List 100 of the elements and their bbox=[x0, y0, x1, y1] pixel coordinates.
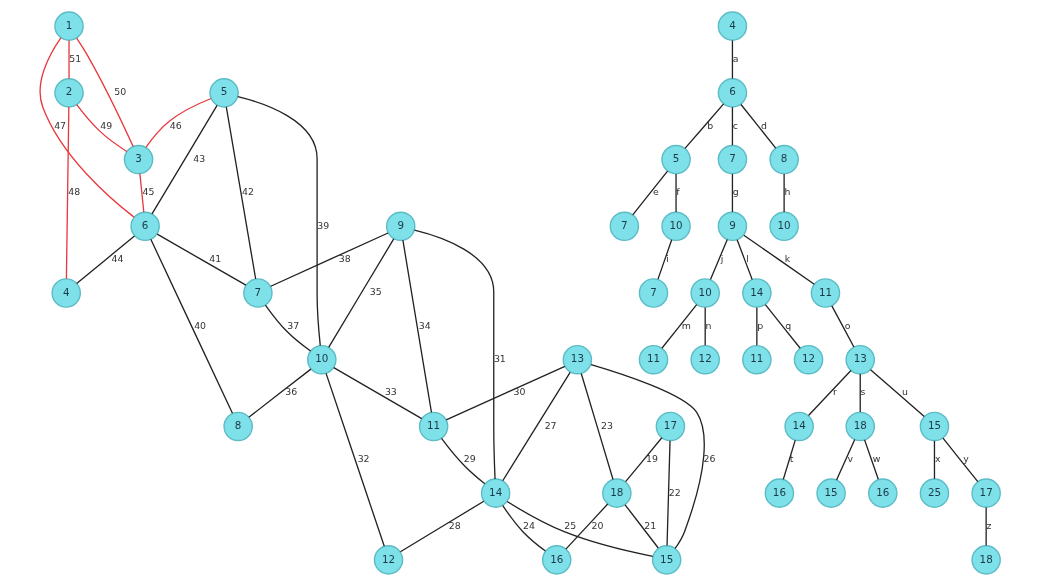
edge-label: x bbox=[934, 453, 941, 465]
edge-label: q bbox=[785, 319, 792, 331]
edge-label: 22 bbox=[668, 486, 681, 498]
connector bbox=[65, 106, 70, 280]
node-circle: 5 bbox=[209, 78, 239, 108]
node-circle: 7 bbox=[638, 278, 669, 308]
node-circle: 8 bbox=[223, 411, 253, 442]
edge-label: 46 bbox=[169, 119, 182, 131]
edge-label: 26 bbox=[703, 453, 716, 465]
connector bbox=[756, 306, 758, 347]
edge-label: 49 bbox=[100, 119, 113, 131]
connector bbox=[869, 369, 925, 418]
edge-label: 37 bbox=[287, 319, 300, 331]
connector bbox=[661, 303, 698, 349]
edge-label: 41 bbox=[209, 252, 222, 264]
node-circle: 18 bbox=[971, 545, 1001, 575]
edge-label: 47 bbox=[54, 119, 67, 131]
edge-label: 43 bbox=[193, 152, 206, 164]
connector bbox=[985, 506, 987, 547]
node-circle: 5 bbox=[661, 144, 691, 175]
connector bbox=[731, 39, 734, 80]
connector bbox=[731, 173, 734, 213]
connector bbox=[831, 305, 855, 348]
edge-label: y bbox=[963, 453, 969, 465]
connector bbox=[632, 170, 669, 216]
edge-label: 40 bbox=[194, 319, 207, 331]
connector bbox=[764, 303, 801, 349]
edge-label: 27 bbox=[544, 419, 557, 431]
edge-label: z bbox=[986, 519, 992, 531]
node-circle: 12 bbox=[793, 344, 824, 375]
edge-label: j bbox=[720, 252, 724, 264]
connector bbox=[156, 233, 247, 286]
node-circle: 7 bbox=[243, 278, 273, 308]
connector bbox=[76, 104, 128, 153]
node-circle: 13 bbox=[562, 344, 593, 375]
edge-label: n bbox=[705, 319, 712, 331]
edge-label: 32 bbox=[357, 453, 370, 465]
node-circle: 4 bbox=[51, 278, 81, 308]
edge-label: 50 bbox=[114, 86, 127, 98]
node-circle: 18 bbox=[602, 478, 632, 508]
connector bbox=[333, 366, 423, 420]
node-circle: 12 bbox=[690, 344, 720, 375]
edge-label: 38 bbox=[338, 252, 351, 264]
edge-label: 24 bbox=[523, 519, 535, 531]
connector bbox=[835, 438, 856, 481]
connector bbox=[506, 500, 654, 557]
connector bbox=[624, 504, 659, 549]
connector bbox=[237, 96, 321, 347]
edge-label: 33 bbox=[384, 386, 397, 398]
edge-label: 31 bbox=[493, 353, 506, 365]
connector bbox=[139, 172, 145, 213]
connector bbox=[743, 234, 815, 285]
connector bbox=[225, 106, 257, 280]
connector bbox=[399, 500, 485, 553]
connector bbox=[445, 365, 566, 421]
connector bbox=[270, 232, 389, 287]
connector bbox=[75, 37, 134, 148]
edge-label: 45 bbox=[142, 186, 155, 198]
node-circle: 1 bbox=[54, 11, 84, 41]
node-circle: 9 bbox=[385, 211, 416, 242]
node-circle: 16 bbox=[764, 478, 795, 508]
edge-label: g bbox=[732, 186, 739, 198]
connector bbox=[145, 97, 212, 148]
connector bbox=[502, 371, 571, 482]
edge-label: 30 bbox=[513, 386, 526, 398]
connector bbox=[731, 106, 734, 146]
connector bbox=[942, 437, 979, 483]
edge-label: 51 bbox=[69, 52, 82, 64]
connector bbox=[684, 103, 725, 149]
edge-label: i bbox=[666, 252, 669, 264]
node-circle: 6 bbox=[717, 78, 748, 108]
connector bbox=[675, 173, 677, 213]
edge-label: m bbox=[681, 319, 691, 331]
connector bbox=[704, 306, 706, 347]
connector bbox=[440, 437, 486, 485]
edge-label: 21 bbox=[644, 519, 657, 531]
connector bbox=[264, 304, 312, 352]
connector bbox=[590, 363, 705, 550]
edge-label: v bbox=[847, 453, 854, 465]
node-circle: 17 bbox=[655, 411, 686, 442]
node-circle: 16 bbox=[541, 545, 572, 575]
node-circle: 17 bbox=[971, 478, 1001, 508]
node-circle: 11 bbox=[742, 344, 772, 375]
connector bbox=[657, 239, 673, 280]
edge-label: l bbox=[746, 252, 749, 264]
edge-label: 36 bbox=[285, 386, 298, 398]
node-circle: 14 bbox=[480, 478, 511, 508]
edge-label: 23 bbox=[601, 419, 613, 431]
node-circle: 11 bbox=[810, 278, 841, 308]
connector bbox=[933, 440, 936, 480]
connector bbox=[736, 239, 753, 281]
node-circle: 13 bbox=[845, 344, 876, 375]
node-circle: 11 bbox=[418, 411, 449, 442]
edge-label: e bbox=[652, 186, 659, 198]
node-circle: 4 bbox=[717, 11, 748, 41]
edge-label: d bbox=[760, 119, 767, 131]
connector bbox=[624, 437, 663, 483]
connector bbox=[248, 368, 312, 418]
connector bbox=[39, 37, 135, 218]
node-circle: 15 bbox=[816, 478, 846, 508]
